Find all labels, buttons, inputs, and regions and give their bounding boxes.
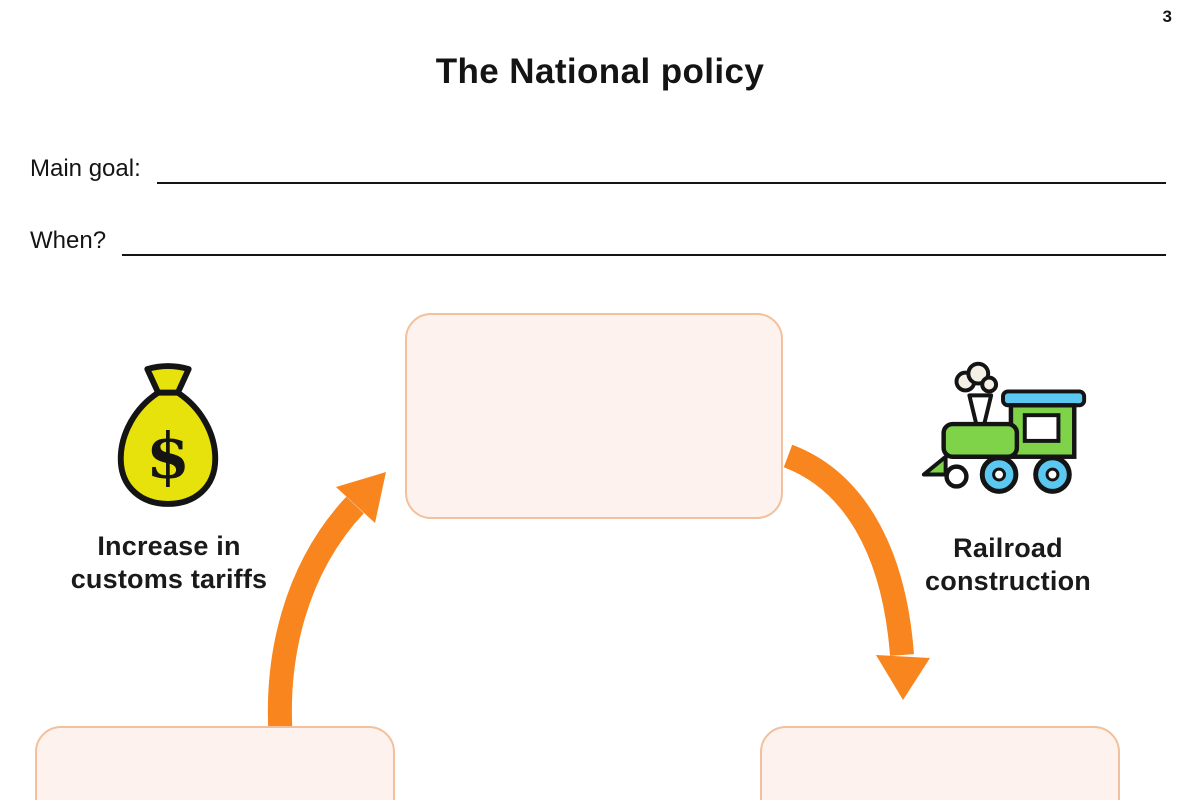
when-field: When? <box>30 220 1166 256</box>
bottom-left-box <box>35 726 395 800</box>
customs-tariffs-label: Increase in customs tariffs <box>70 531 268 595</box>
arrow-up-to-top-box <box>267 472 386 754</box>
train-cowcatcher <box>921 454 948 477</box>
dollar-sign: $ <box>146 418 190 492</box>
smoke-puffs <box>954 361 999 394</box>
bottom-right-box <box>760 726 1120 800</box>
train-chimney <box>967 393 994 427</box>
money-bag-tie <box>144 363 192 396</box>
page-title: The National policy <box>435 52 765 91</box>
top-center-box <box>405 313 783 519</box>
main-goal-field: Main goal: <box>30 148 1166 184</box>
train-big-wheels <box>979 455 1072 494</box>
main-goal-label: Main goal: <box>30 155 141 183</box>
money-bag-icon: $ <box>104 361 232 511</box>
page-number: 3 <box>1162 7 1172 26</box>
when-label: When? <box>30 227 107 255</box>
money-bag-body <box>117 389 219 507</box>
railroad-construction-label: Railroad construction <box>925 533 1091 597</box>
train-icon <box>910 360 1098 502</box>
train-window <box>1022 413 1061 443</box>
when-blank-line <box>122 220 1166 256</box>
main-goal-blank-line <box>156 148 1166 184</box>
train-front-wheel <box>944 464 969 489</box>
train-boiler <box>941 421 1020 459</box>
